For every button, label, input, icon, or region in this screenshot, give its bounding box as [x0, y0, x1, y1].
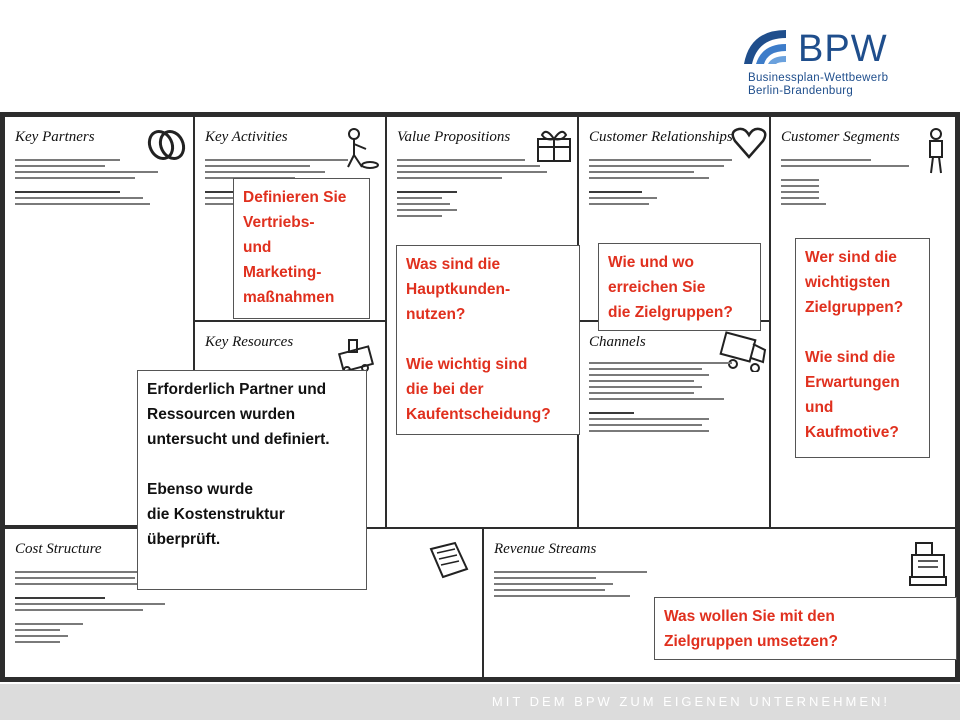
block-title-revenue-streams: Revenue Streams — [494, 541, 597, 557]
heart-icon — [731, 127, 767, 159]
note-value-propositions: Was sind die Hauptkunden- nutzen? Wie wi… — [396, 245, 580, 435]
block-title-channels: Channels — [589, 334, 646, 350]
cash-register-icon — [909, 542, 947, 586]
bpw-logo: BPW Businessplan-Wettbewerb Berlin-Brand… — [740, 24, 940, 100]
block-placeholder-lines — [494, 571, 664, 601]
block-title-customer-segments: Customer Segments — [781, 129, 900, 145]
logo-subtitle-line2: Berlin-Brandenburg — [748, 85, 854, 97]
note-key-resources-text: Erforderlich Partner und Ressourcen wurd… — [147, 381, 330, 548]
note-channels: Wie und wo erreichen Sie die Zielgruppen… — [598, 243, 761, 331]
block-title-key-resources: Key Resources — [205, 334, 294, 350]
block-title-key-activities: Key Activities — [205, 129, 288, 145]
note-value-propositions-text: Was sind die Hauptkunden- nutzen? Wie wi… — [406, 256, 551, 423]
logo-wordmark: BPW — [798, 28, 888, 70]
footer-slogan: MIT DEM BPW ZUM EIGENEN UNTERNEHMEN! — [491, 694, 890, 709]
block-title-customer-relationships: Customer Relationships — [589, 129, 733, 145]
note-customer-segments-text: Wer sind die wichtigsten Zielgruppen? Wi… — [805, 249, 904, 441]
chain-link-icon — [147, 129, 186, 161]
block-placeholder-lines — [15, 571, 165, 647]
bpw-swoosh-icon — [744, 30, 786, 64]
delivery-truck-icon — [719, 331, 767, 372]
note-revenue-streams: Was wollen Sie mit den Zielgruppen umset… — [654, 597, 957, 660]
worker-figure-icon — [347, 128, 379, 169]
gift-box-icon — [537, 130, 571, 162]
price-tag-icon — [429, 541, 469, 579]
block-key-partners: Key Partners — [3, 115, 195, 527]
block-placeholder-lines — [589, 159, 739, 209]
block-title-cost-structure: Cost Structure — [15, 541, 102, 557]
note-revenue-streams-text: Was wollen Sie mit den Zielgruppen umset… — [664, 608, 838, 650]
block-placeholder-lines — [781, 159, 931, 209]
person-figure-icon — [929, 128, 943, 174]
block-placeholder-lines — [15, 159, 165, 209]
block-channels: Channels — [577, 320, 771, 529]
logo-subtitle-line1: Businessplan-Wettbewerb — [748, 72, 889, 84]
note-key-activities-text: Definieren Sie Vertriebs- und Marketing-… — [243, 189, 347, 306]
note-key-resources: Erforderlich Partner und Ressourcen wurd… — [137, 370, 367, 590]
footer-bar: MIT DEM BPW ZUM EIGENEN UNTERNEHMEN! — [0, 684, 960, 720]
block-placeholder-lines — [397, 159, 547, 221]
logo-subtitle: Businessplan-Wettbewerb Berlin-Brandenbu… — [748, 72, 888, 98]
block-title-value-propositions: Value Propositions — [397, 129, 511, 145]
note-channels-text: Wie und wo erreichen Sie die Zielgruppen… — [608, 254, 733, 321]
note-customer-segments: Wer sind die wichtigsten Zielgruppen? Wi… — [795, 238, 930, 458]
block-placeholder-lines — [589, 362, 739, 436]
block-title-key-partners: Key Partners — [15, 129, 95, 145]
note-key-activities: Definieren Sie Vertriebs- und Marketing-… — [233, 178, 370, 319]
